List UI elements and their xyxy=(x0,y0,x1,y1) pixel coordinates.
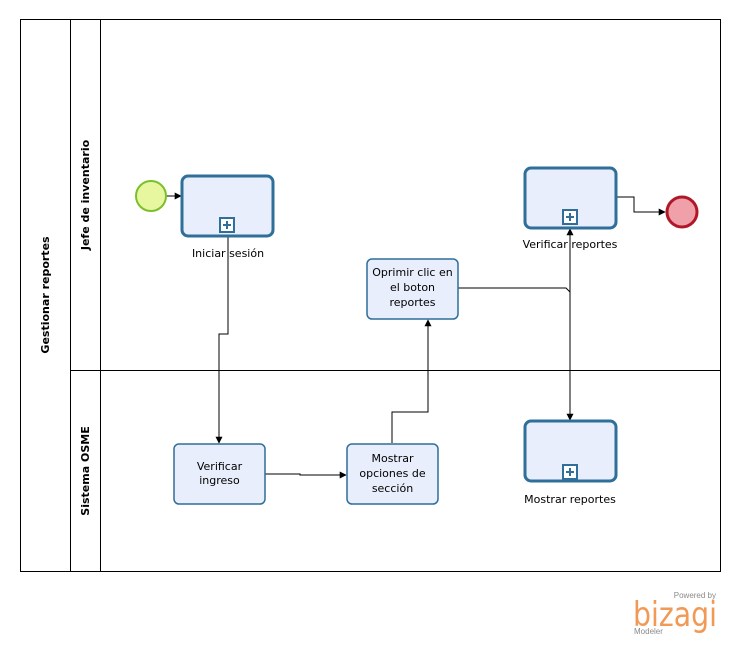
task-label-line: opciones de xyxy=(359,467,425,480)
task-label-line: sección xyxy=(372,482,413,495)
label-mostrar-reportes: Mostrar reportes xyxy=(524,493,616,506)
task-oprimir-clic-boton-reportes[interactable]: Oprimir clic en el boton reportes xyxy=(366,258,459,320)
end-event[interactable] xyxy=(665,195,699,229)
label-verificar-reportes: Verificar reportes xyxy=(523,238,618,251)
task-label-line: ingreso xyxy=(199,474,240,487)
task-verificar-ingreso[interactable]: Verificar ingreso xyxy=(173,443,266,505)
expand-marker-icon[interactable] xyxy=(562,464,578,480)
logo-product: Modeler xyxy=(634,627,663,636)
bizagi-logo: Powered by bizagi Modeler xyxy=(633,591,717,636)
flow-verificar-ingreso-to-mostrar-opciones xyxy=(265,471,347,479)
start-event[interactable] xyxy=(135,180,167,212)
logo-brand: bizagi xyxy=(633,595,717,635)
expand-marker-icon[interactable] xyxy=(562,209,578,225)
subprocess-mostrar-reportes[interactable] xyxy=(523,419,618,483)
flow-iniciar-sesion-to-verificar-ingreso xyxy=(215,236,229,444)
flow-mostrar-opciones-to-oprimir-clic xyxy=(391,319,432,443)
task-label-line: el boton xyxy=(390,281,435,294)
label-iniciar-sesion: Iniciar sesión xyxy=(192,247,264,260)
expand-marker-icon[interactable] xyxy=(219,217,235,233)
subprocess-verificar-reportes[interactable] xyxy=(523,166,618,230)
lane-title-jefe-de-inventario: Jefe de inventario xyxy=(79,139,92,251)
lane-title-sistema-osme: Sistema OSME xyxy=(79,426,92,515)
subprocess-iniciar-sesion[interactable] xyxy=(180,174,275,238)
logo-powered-by: Powered by xyxy=(674,591,716,600)
task-mostrar-opciones-de-seccion[interactable]: Mostrar opciones de sección xyxy=(346,443,439,505)
pool-title: Gestionar reportes xyxy=(39,236,52,354)
flow-verificar-reportes-to-end xyxy=(616,196,666,216)
task-label-line: Mostrar xyxy=(371,452,414,465)
task-label-line: Verificar xyxy=(197,460,243,473)
task-label-line: reportes xyxy=(389,296,435,309)
task-label-line: Oprimir clic en xyxy=(372,266,452,279)
